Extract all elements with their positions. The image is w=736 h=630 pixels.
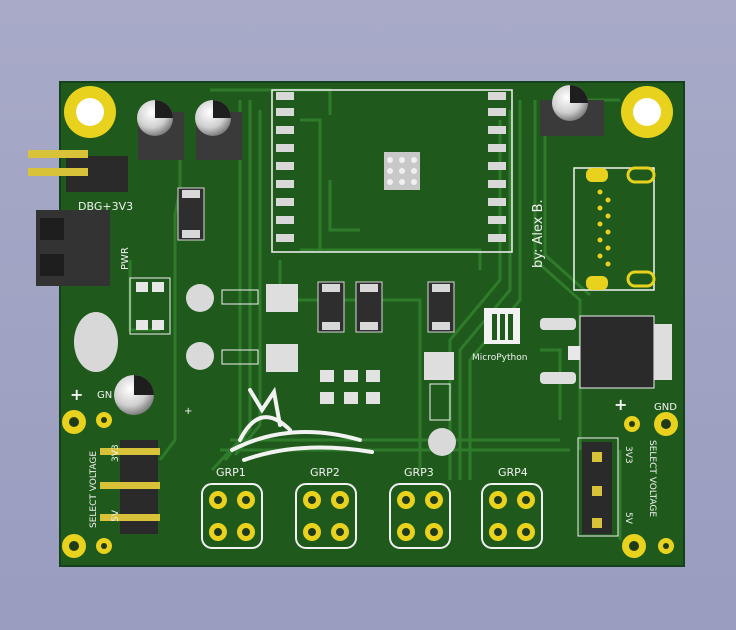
group-connector-1: GRP1 (201, 466, 263, 549)
plus-left-label: + (70, 385, 83, 404)
dbg-label: DBG+3V3 (78, 200, 133, 213)
group-label: GRP1 (216, 466, 246, 479)
select-voltage-right-label: SELECT VOLTAGE (647, 440, 657, 517)
pwr-label: PWR (120, 247, 131, 270)
capacitor-c2 (195, 100, 242, 160)
sel-3v3-left-label: 3V3 (111, 444, 121, 462)
ic-pads (320, 370, 380, 404)
resistor-r2 (355, 281, 383, 333)
mounting-hole-icon (621, 86, 673, 138)
author-label: by: Alex B. (531, 199, 546, 268)
right-terminal (622, 412, 678, 558)
select-voltage-left-label: SELECT VOLTAGE (89, 451, 99, 528)
micropython-logo-icon (484, 308, 520, 344)
debug-header (28, 150, 128, 192)
mcu-module-outline (271, 89, 513, 253)
group-connector-4: GRP4 (481, 466, 543, 549)
mounting-hole-icon (64, 86, 116, 138)
power-connector (36, 210, 110, 286)
gnd-right-label: GND (654, 402, 677, 413)
capacitor-c1 (137, 100, 184, 160)
usb-connector (573, 166, 656, 291)
capacitor-c4 (114, 375, 154, 415)
mcu-header-right (488, 92, 506, 242)
capacitor-c3 (540, 85, 604, 136)
thermal-pad-grid (384, 152, 420, 190)
sel-5v-left-label: 5V (111, 509, 121, 522)
micropython-label: MicroPython (472, 353, 527, 363)
group-label: GRP2 (310, 466, 340, 479)
sel-3v3-right-label: 3V3 (623, 446, 633, 464)
crystal (424, 352, 456, 456)
voltage-selector-left (100, 440, 160, 534)
resistor-r3 (427, 281, 455, 333)
wolf-logo-icon (230, 386, 374, 462)
voltage-regulator (540, 315, 672, 389)
voltage-selector-right (577, 437, 619, 537)
slot-pad (74, 312, 118, 372)
resistor-r1 (317, 281, 345, 333)
group-label: GRP3 (404, 466, 434, 479)
button-sw2 (186, 342, 298, 372)
sel-5v-right-label: 5V (623, 512, 633, 525)
group-label: GRP4 (498, 466, 528, 479)
gnd-left-label: GN (97, 390, 112, 401)
button-sw1 (129, 277, 298, 335)
group-connector-2: GRP2 (295, 466, 357, 549)
group-connector-3: GRP3 (389, 466, 451, 549)
mcu-header-left (276, 92, 294, 242)
cap-plus-label: + (184, 406, 192, 417)
left-terminal (62, 410, 112, 558)
plus-right-label: + (614, 395, 627, 414)
